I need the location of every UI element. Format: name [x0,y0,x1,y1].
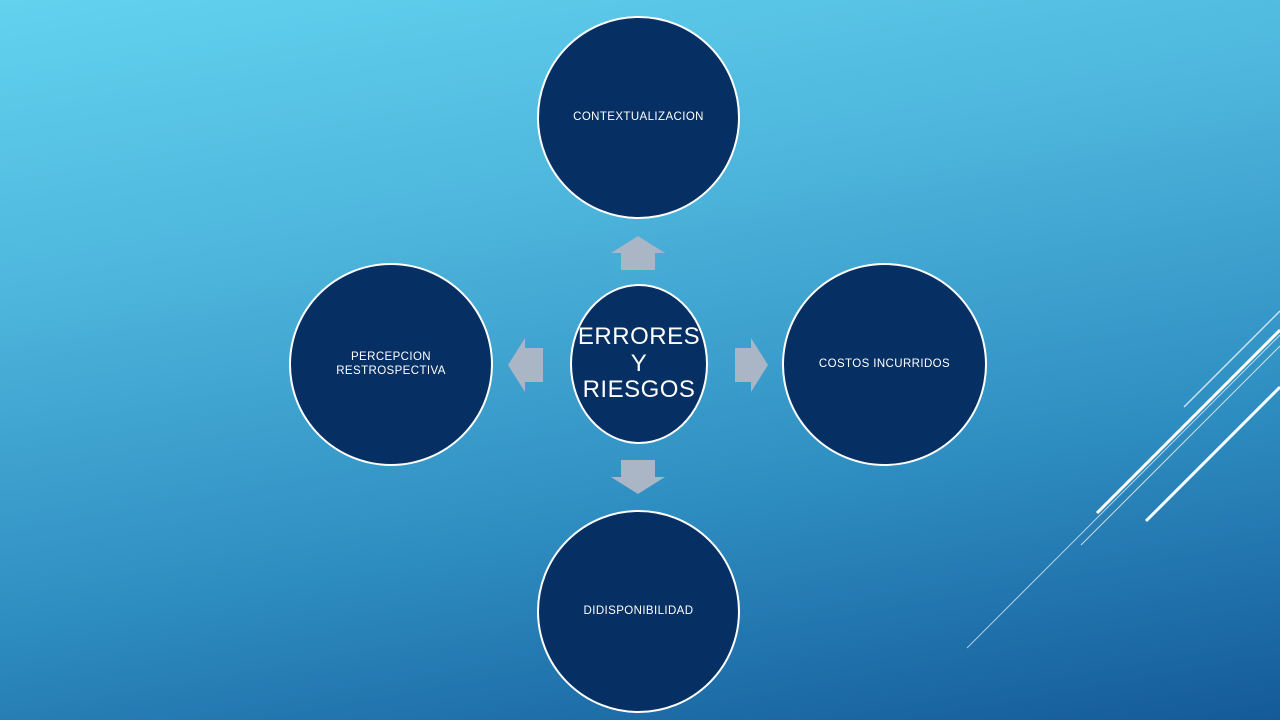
node-didisponibilidad: DIDISPONIBILIDAD [537,510,740,713]
node-label: CONTEXTUALIZACION [573,110,704,123]
node-label: DIDISPONIBILIDAD [583,604,694,617]
arrow-right-icon [735,338,768,392]
node-contextualizacion: CONTEXTUALIZACION [537,16,740,219]
node-label: COSTOS INCURRIDOS [818,357,951,370]
deco-line-1 [1183,310,1280,408]
arrow-up-icon [611,236,665,270]
arrow-left-icon [508,338,543,392]
node-percepcion-restrospectiva: PERCEPCION RESTROSPECTIVA [289,263,493,466]
deco-line-3 [1080,345,1280,546]
node-costos-incurridos: COSTOS INCURRIDOS [782,263,987,466]
node-label: PERCEPCION RESTROSPECTIVA [336,351,446,377]
center-label: ERRORES Y RIESGOS [577,322,701,404]
arrow-down-icon [611,460,665,494]
node-center-errores-y-riesgos: ERRORES Y RIESGOS [570,284,708,444]
deco-line-5 [966,334,1280,649]
deco-line-4 [1144,385,1280,523]
deco-line-2 [1095,328,1280,515]
